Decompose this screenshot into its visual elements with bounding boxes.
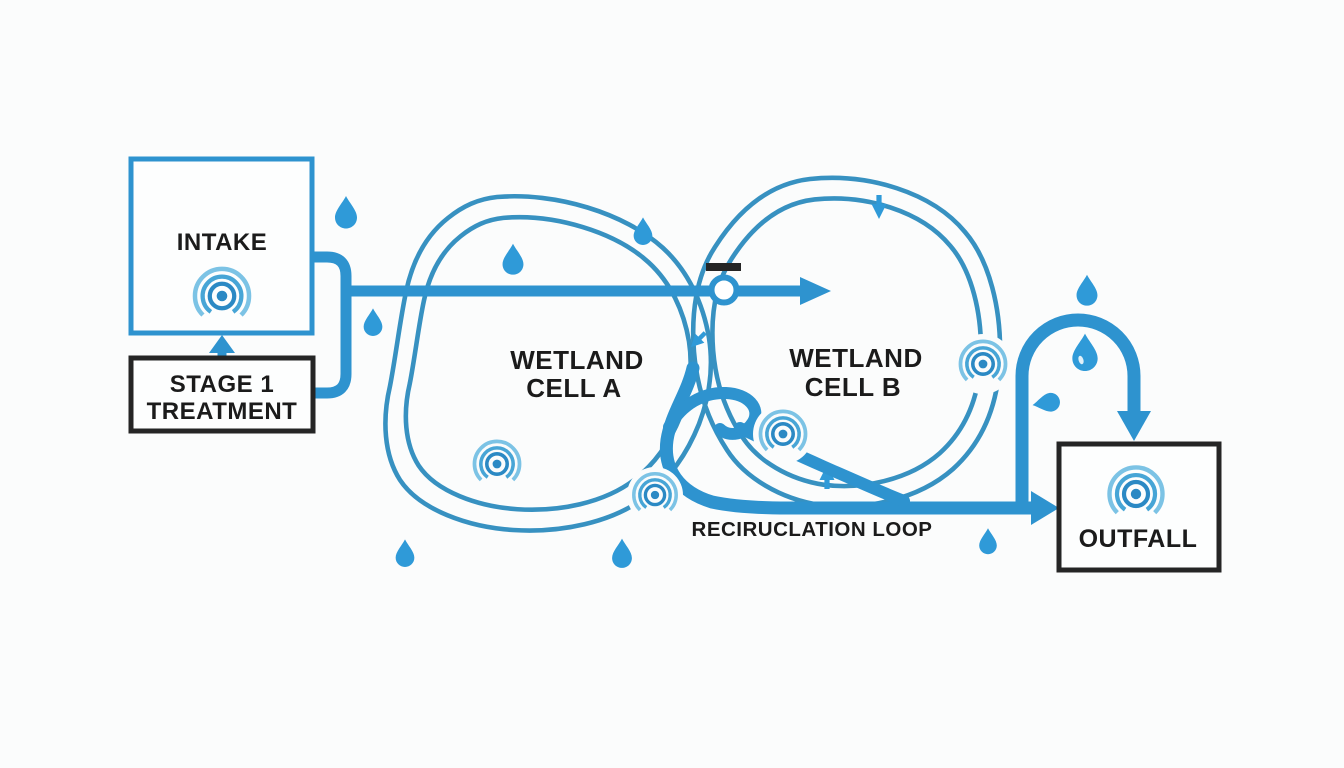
outfall-arch-pipe [1015, 313, 1151, 510]
stage1-treatment-box [128, 355, 316, 434]
cell-b-label-line1: WETLAND [789, 343, 922, 373]
arch-arrowhead [1117, 411, 1151, 441]
arch-shaft [1015, 313, 1141, 510]
sensors [195, 269, 1163, 523]
stage1-label-line2: TREATMENT [147, 398, 298, 425]
outfall-label: OUTFALL [1079, 525, 1198, 553]
water-droplets [335, 196, 1098, 568]
intake-box [128, 156, 315, 336]
valve-circle [708, 274, 740, 306]
main-flow-arrowhead [800, 277, 831, 305]
cell-b-label-line2: CELL B [805, 372, 901, 402]
valve-icon [706, 263, 741, 306]
cell-a-label-line1: WETLAND [510, 345, 643, 375]
outfall-inflow-arrowhead [1031, 491, 1059, 525]
intake-stage1-pipe [307, 251, 352, 399]
intake-label: INTAKE [177, 229, 268, 256]
recirculation-loop-label: RECIRUCLATION LOOP [692, 518, 933, 541]
stage1-label-line1: STAGE 1 [170, 371, 274, 398]
up-arrowhead [209, 335, 235, 353]
cell-a-label-line2: CELL A [526, 373, 621, 403]
droplet-highlight [1078, 355, 1084, 365]
valve-bar [706, 263, 741, 271]
